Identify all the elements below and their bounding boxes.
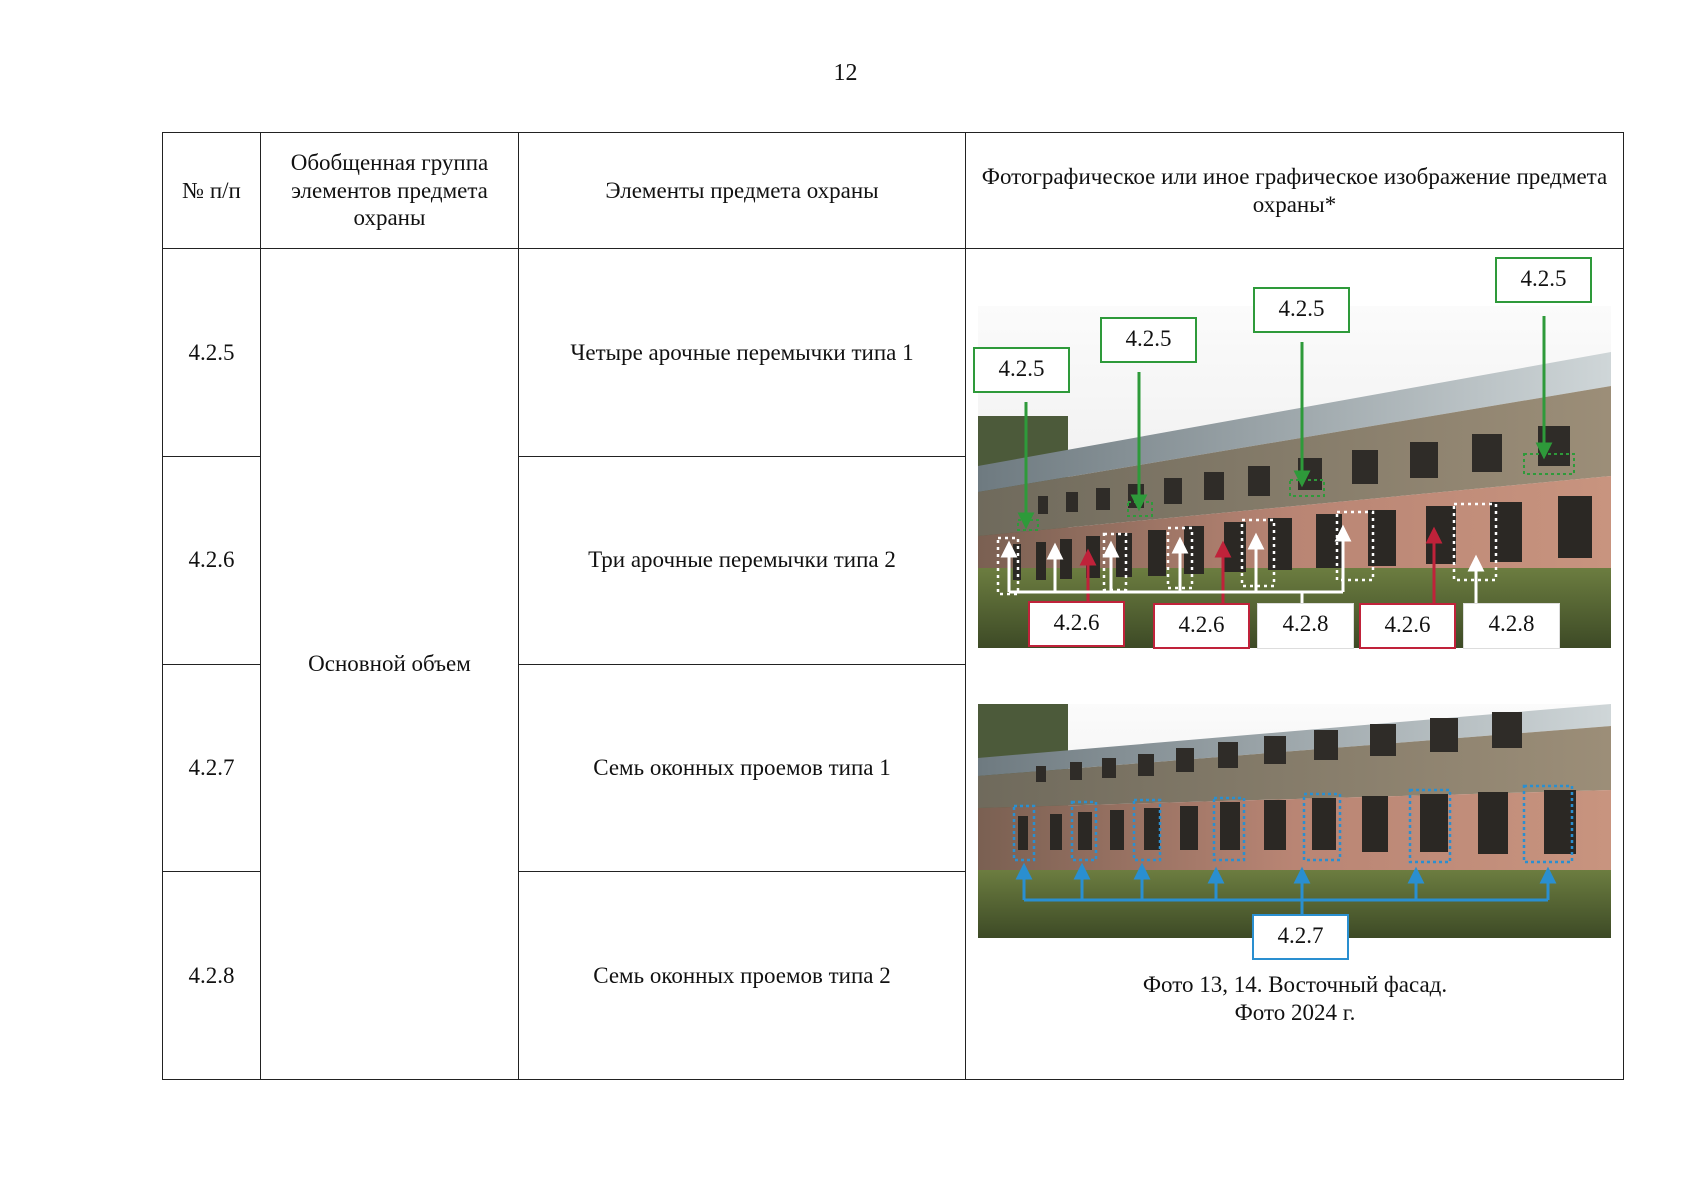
header-row: № п/п Обобщенная группа элементов предме… bbox=[162, 132, 1624, 249]
row-num: 4.2.8 bbox=[162, 871, 261, 1080]
label-4-2-5: 4.2.5 bbox=[1253, 287, 1350, 333]
label-4-2-5: 4.2.5 bbox=[1100, 317, 1197, 363]
header-image: Фотографическое или иное графическое изо… bbox=[965, 132, 1624, 249]
row-element: Семь оконных проемов типа 1 bbox=[518, 663, 966, 873]
facade-photo-1 bbox=[978, 306, 1611, 648]
label-4-2-6: 4.2.6 bbox=[1359, 603, 1456, 649]
table-row: 4.2.6 Три арочные перемычки типа 2 bbox=[162, 455, 1624, 665]
photo-cell: 4.2.5 4.2.5 4.2.5 4.2.5 4.2.6 4.2.6 4.2.… bbox=[965, 248, 1624, 1080]
table-row: 4.2.7 Семь оконных проемов типа 1 bbox=[162, 663, 1624, 873]
label-4-2-6: 4.2.6 bbox=[1153, 603, 1250, 649]
photo-caption-line2: Фото 2024 г. bbox=[1234, 1000, 1356, 1025]
header-num: № п/п bbox=[162, 132, 261, 249]
label-4-2-7: 4.2.7 bbox=[1252, 914, 1349, 960]
photo-area: 4.2.5 4.2.5 4.2.5 4.2.5 4.2.6 4.2.6 4.2.… bbox=[966, 249, 1624, 1079]
label-4-2-5: 4.2.5 bbox=[973, 347, 1070, 393]
label-4-2-5: 4.2.5 bbox=[1495, 257, 1592, 303]
protection-table: № п/п Обобщенная группа элементов предме… bbox=[162, 132, 1624, 1080]
row-element: Три арочные перемычки типа 2 bbox=[518, 455, 966, 665]
row-element: Четыре арочные перемычки типа 1 bbox=[518, 248, 966, 457]
row-num: 4.2.6 bbox=[162, 455, 261, 665]
table-row: 4.2.8 Семь оконных проемов типа 2 bbox=[162, 871, 1624, 1080]
row-element: Семь оконных проемов типа 2 bbox=[518, 871, 966, 1080]
table-row: 4.2.5 Основной объем Четыре арочные пере… bbox=[162, 248, 1624, 1080]
header-group: Обобщенная группа элементов предмета охр… bbox=[260, 132, 519, 249]
label-4-2-8: 4.2.8 bbox=[1463, 603, 1560, 649]
page-number: 12 bbox=[833, 60, 858, 86]
header-elements: Элементы предмета охраны bbox=[518, 132, 966, 249]
row-num: 4.2.5 bbox=[162, 248, 261, 457]
label-4-2-8: 4.2.8 bbox=[1257, 603, 1354, 649]
facade-photo-2 bbox=[978, 704, 1611, 938]
photo-caption-line1: Фото 13, 14. Восточный фасад. bbox=[1142, 972, 1448, 997]
row-num: 4.2.7 bbox=[162, 663, 261, 873]
group-cell: Основной объем bbox=[260, 248, 519, 1080]
label-4-2-6: 4.2.6 bbox=[1028, 601, 1125, 647]
